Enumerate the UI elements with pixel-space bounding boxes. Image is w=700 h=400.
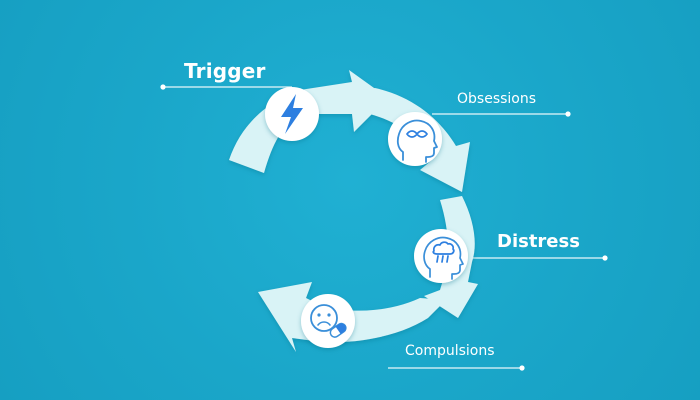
- head-infinity-icon: [396, 119, 438, 163]
- cycle-arrow-trigger: [229, 70, 388, 173]
- connector-lines: [160, 84, 608, 371]
- distress-badge: [414, 229, 468, 283]
- compulsions-connector-dot: [519, 365, 525, 371]
- head-cloud-icon: [423, 236, 464, 280]
- lightning-bolt-icon: [281, 94, 303, 134]
- sad-face-pill-icon: [310, 304, 347, 338]
- stage-label-compulsions: Compulsions: [405, 343, 495, 359]
- compulsions-badge: [301, 294, 355, 348]
- stage-label-trigger: Trigger: [184, 59, 266, 83]
- obsessions-connector-dot: [565, 111, 571, 117]
- stage-label-distress: Distress: [497, 231, 580, 252]
- distress-connector-dot: [602, 255, 608, 261]
- cycle-arrow-obsessions: [362, 88, 470, 192]
- stage-label-obsessions: Obsessions: [457, 91, 537, 107]
- trigger-connector-dot: [160, 84, 166, 90]
